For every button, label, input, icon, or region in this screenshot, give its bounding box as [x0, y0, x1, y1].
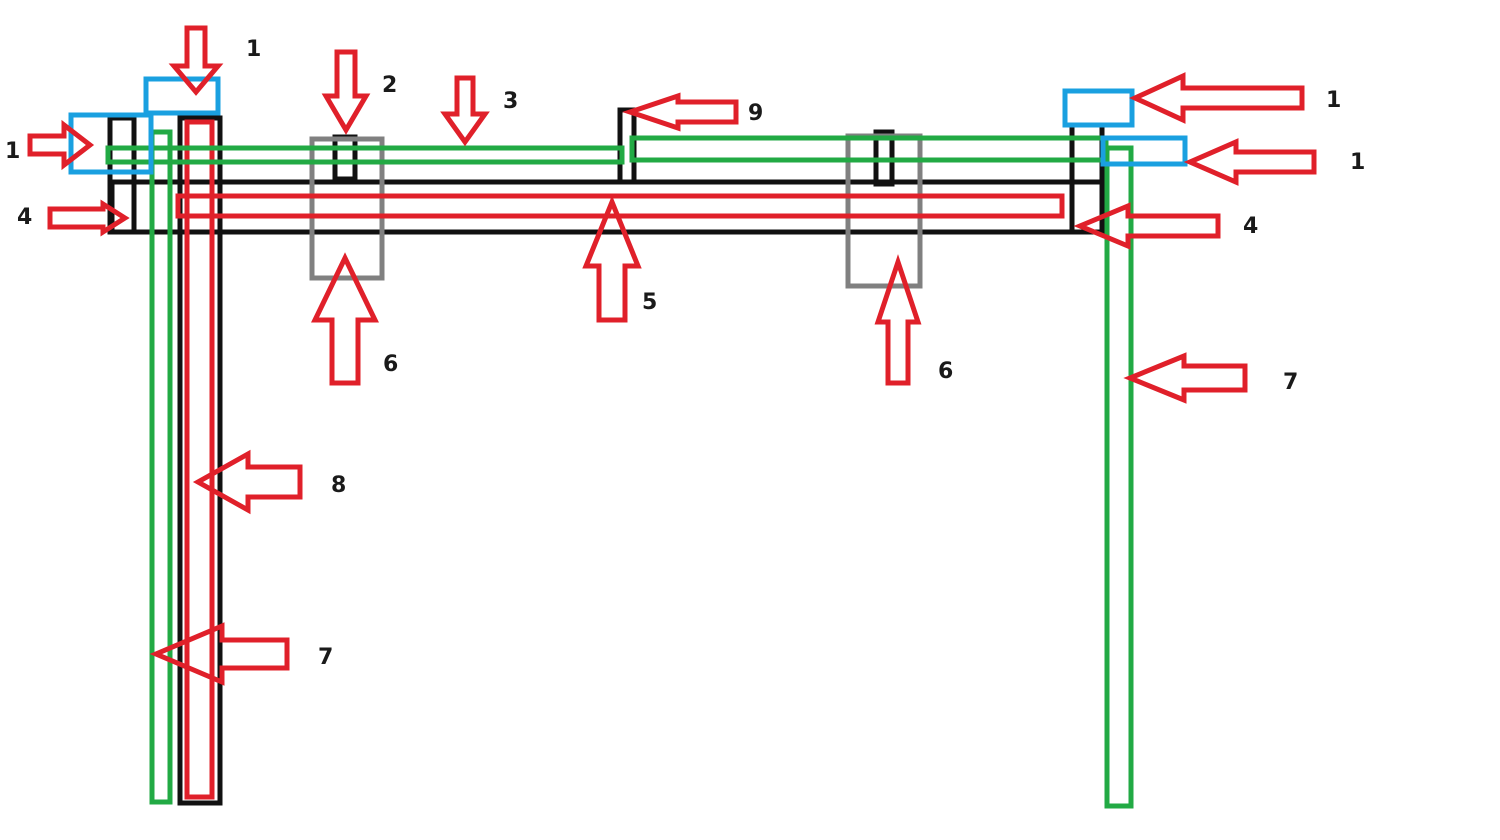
callout-1-top: 1: [246, 37, 261, 62]
right-end-block: [1069, 122, 1105, 235]
arrow-7-right: [1123, 352, 1248, 404]
blue-fittings: [68, 76, 1188, 175]
arrow-8: [192, 449, 303, 515]
arrow-6-left: [311, 252, 379, 386]
green-pipe-left-segment: [105, 145, 625, 165]
callout-1-right-mid: 1: [1350, 150, 1365, 175]
main-beam: [109, 179, 1105, 235]
clamp-left: [332, 134, 358, 182]
arrows: [27, 25, 1317, 686]
callout-6-right: 6: [938, 359, 953, 384]
callout-4-right: 4: [1243, 214, 1258, 239]
fitting-left: [68, 112, 154, 175]
callout-3: 3: [503, 89, 518, 114]
callout-2: 2: [382, 73, 397, 98]
arrow-2: [321, 49, 371, 135]
callout-6-left: 6: [383, 352, 398, 377]
green-pipes: [105, 129, 1134, 809]
green-pipe-right-segment: [629, 135, 1109, 163]
callout-5: 5: [642, 290, 657, 315]
callout-7-left: 7: [318, 645, 333, 670]
callout-7-right: 7: [1283, 370, 1298, 395]
fitting-top-left: [143, 76, 221, 116]
arrow-9: [622, 92, 739, 132]
arrow-1-right-mid: [1183, 138, 1317, 186]
left-end-block: [107, 115, 137, 235]
left-column-outer: [177, 115, 223, 806]
callout-1-right-top: 1: [1326, 88, 1341, 113]
arrow-4-right: [1073, 202, 1221, 250]
arrow-1-left: [27, 119, 95, 171]
fitting-right-top: [1062, 88, 1135, 128]
green-vertical-right: [1104, 145, 1134, 809]
arrow-3: [440, 75, 490, 147]
arrow-1-top: [168, 25, 224, 96]
red-vertical-pipe: [184, 119, 215, 800]
arrow-6-right: [874, 254, 922, 386]
arrow-5: [582, 195, 642, 323]
green-vertical-left: [149, 129, 173, 805]
arrow-1-right-top: [1128, 72, 1305, 124]
callout-1-left: 1: [5, 139, 20, 164]
callout-numbers: 1 1 1 1 2 3 4 4 5 6 6 7 7 8 9: [5, 37, 1365, 670]
callout-8: 8: [331, 473, 346, 498]
callout-4-left: 4: [17, 205, 32, 230]
callout-9: 9: [748, 101, 763, 126]
bracket-left: [309, 136, 385, 281]
arrow-4-left: [47, 199, 130, 237]
fitting-right-mid: [1100, 135, 1188, 167]
arrow-7-left: [149, 622, 290, 686]
